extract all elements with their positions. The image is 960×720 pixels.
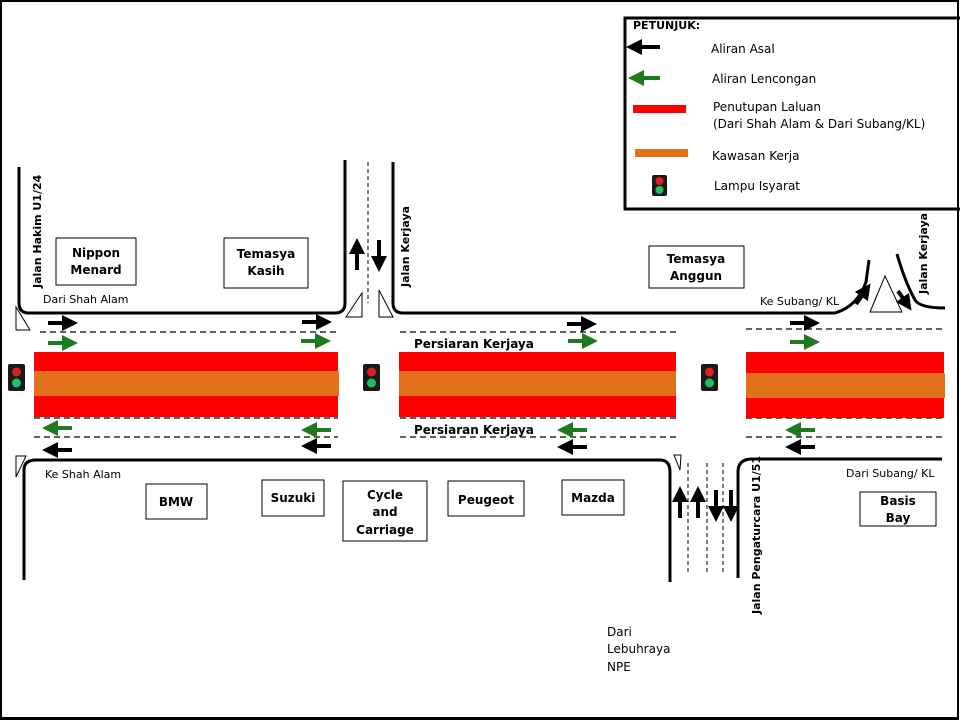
road-label-persiaran-bottom: Persiaran Kerjaya <box>414 423 534 437</box>
black-arrow-icon <box>895 289 912 311</box>
building-box <box>261 479 325 517</box>
building-label-cycle-2: and <box>372 505 397 519</box>
road-label-jalan-hakim: Jalan Hakim U1/24 <box>31 174 44 289</box>
black-arrow-icon <box>854 283 871 306</box>
work-zone-right <box>746 373 945 398</box>
building-box <box>447 480 525 517</box>
direction-ke-subang: Ke Subang/ KL <box>760 295 840 308</box>
kerb-bottom-left-block <box>22 458 672 582</box>
building-label-temasya-kasih-1: Temasya <box>237 247 295 261</box>
direction-dari-npe-2: Lebuhraya <box>607 642 670 656</box>
building-label-temasya-kasih-2: Kasih <box>247 264 284 278</box>
building-box <box>342 480 428 542</box>
kerb-top-right-block <box>895 253 946 310</box>
kerb-top-left-block <box>17 160 347 315</box>
building-box <box>145 483 208 520</box>
legend-title: PETUNJUK: <box>633 19 700 32</box>
road-label-jalan-kerjaya-2: Jalan Kerjaya <box>917 213 930 295</box>
direction-ke-shah-alam: Ke Shah Alam <box>45 468 121 481</box>
traffic-light-icon <box>363 364 380 391</box>
legend-label-penutupan: Penutupan Laluan <box>713 100 821 114</box>
kerb-bottom-right-block <box>736 457 942 578</box>
legend-label-penutupan-detail: (Dari Shah Alam & Dari Subang/KL) <box>713 117 925 131</box>
building-label-nippon-1: Nippon <box>72 246 120 260</box>
legend: PETUNJUK: Aliran Asal Aliran Lencongan P… <box>623 16 960 211</box>
building-label-peugeot: Peugeot <box>458 493 514 507</box>
island-triangle-icon <box>15 305 31 331</box>
work-zone-left <box>34 371 339 396</box>
traffic-islands <box>15 274 903 478</box>
building-label-basis-bay-1: Basis <box>880 494 916 508</box>
building-box <box>859 491 937 527</box>
legend-box <box>623 16 960 211</box>
building-label-nippon-2: Menard <box>70 263 121 277</box>
legend-traffic-light-icon <box>652 175 667 196</box>
road-label-jalan-kerjaya-1: Jalan Kerjaya <box>399 206 412 288</box>
direction-labels: Dari Shah Alam Ke Subang/ KL Ke Shah Ala… <box>43 293 935 674</box>
island-triangle-icon <box>15 455 27 478</box>
island-triangle-icon <box>869 274 903 313</box>
building-label-bmw: BMW <box>159 495 193 509</box>
building-label-temasya-anggun-2: Anggun <box>670 269 722 283</box>
legend-label-aliran-asal: Aliran Asal <box>711 42 775 56</box>
building-label-basis-bay-2: Bay <box>886 511 911 525</box>
building-label-temasya-anggun-1: Temasya <box>667 252 725 266</box>
building-labels: Nippon Menard Temasya Kasih Temasya Angg… <box>70 246 915 537</box>
road-label-jalan-pengaturcara: Jalan Pengaturcara U1/51 <box>750 456 763 615</box>
work-zone-middle <box>399 371 676 396</box>
building-box <box>561 479 625 516</box>
traffic-light-icon <box>701 364 718 391</box>
island-triangle-icon <box>673 454 682 471</box>
diversion-flow-arrows <box>42 333 820 438</box>
legend-red-bar-icon <box>633 105 686 113</box>
island-triangle-icon <box>378 289 394 318</box>
road-closures <box>34 352 945 418</box>
legend-label-lampu-isyarat: Lampu Isyarat <box>714 179 800 193</box>
island-triangle-icon <box>345 291 363 318</box>
road-labels: Jalan Hakim U1/24 Jalan Kerjaya Jalan Ke… <box>31 174 930 615</box>
building-label-suzuki: Suzuki <box>271 491 316 505</box>
building-box <box>648 245 745 289</box>
original-flow-arrows <box>42 238 912 522</box>
legend-orange-bar-icon <box>635 149 688 157</box>
building-label-cycle-3: Carriage <box>356 523 414 537</box>
road-kerbs <box>17 160 946 582</box>
building-label-cycle-1: Cycle <box>367 488 403 502</box>
traffic-light-icon <box>8 364 25 391</box>
direction-dari-npe-1: Dari <box>607 625 632 639</box>
road-label-persiaran-top: Persiaran Kerjaya <box>414 337 534 351</box>
building-label-mazda: Mazda <box>571 491 615 505</box>
direction-dari-shah-alam: Dari Shah Alam <box>43 293 129 306</box>
buildings <box>55 237 937 542</box>
direction-dari-npe-3: NPE <box>607 660 631 674</box>
legend-label-kawasan-kerja: Kawasan Kerja <box>712 149 799 163</box>
building-box <box>55 237 137 286</box>
direction-dari-subang: Dari Subang/ KL <box>846 467 935 480</box>
legend-label-aliran-lencongan: Aliran Lencongan <box>712 72 816 86</box>
building-box <box>223 237 309 289</box>
